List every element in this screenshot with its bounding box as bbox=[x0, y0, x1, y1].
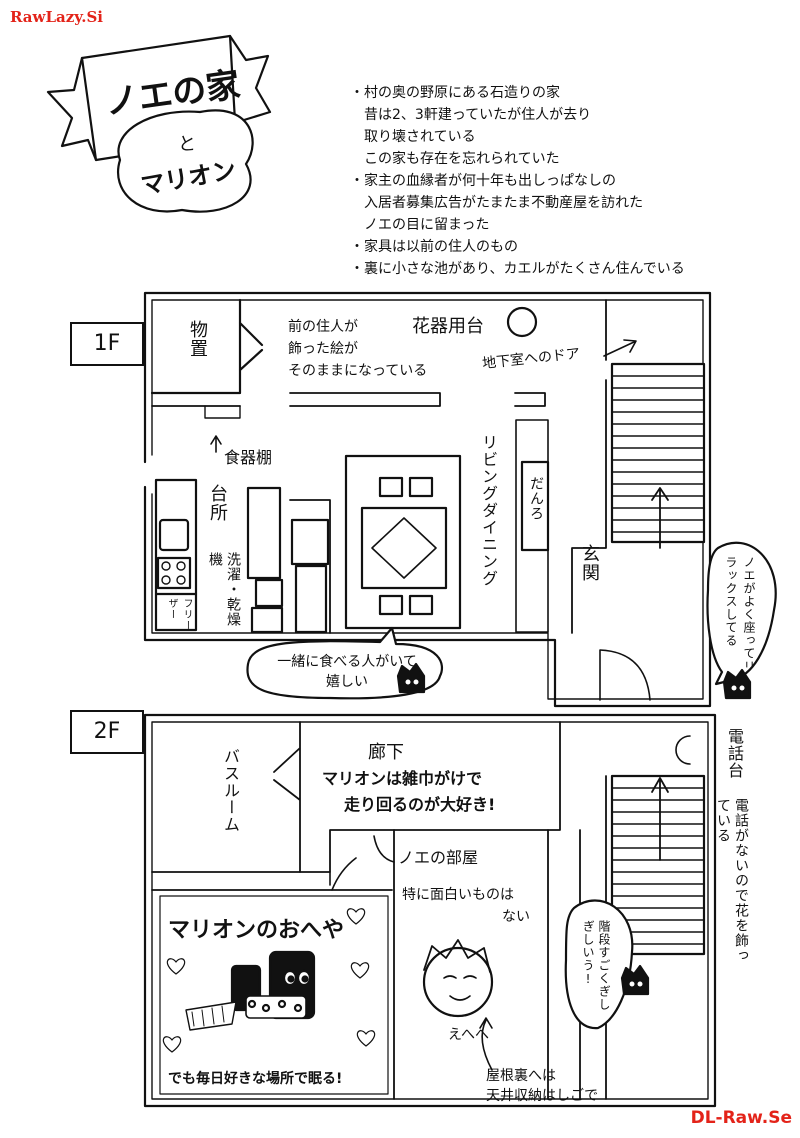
ehehe-label: えへへ bbox=[448, 1027, 490, 1043]
2f-outer-wall bbox=[143, 713, 717, 1108]
watermark-top-left: RawLazy.Si bbox=[10, 8, 103, 26]
note-line: 昔は2、3軒建っていたが住人が去り bbox=[364, 107, 592, 123]
note-line: ・村の奥の野原にある石造りの家 bbox=[350, 85, 560, 101]
note-line: ・家主の血縁者が何十年も出しっぱなしの bbox=[350, 173, 616, 189]
small-black-critters bbox=[396, 662, 752, 996]
noe-relax-note: ノエがよく座ってリラックスしてる bbox=[724, 556, 756, 673]
1f-outer-wall bbox=[143, 291, 712, 708]
2f-bubble-stairs bbox=[564, 899, 634, 1030]
hallway-label: 廊下 bbox=[368, 742, 404, 763]
cupboard-label: 食器棚 bbox=[224, 448, 273, 467]
decor-hearts bbox=[162, 908, 376, 1053]
watermark-bottom-right: DL-Raw.Se bbox=[690, 1108, 792, 1128]
marion-character bbox=[185, 950, 316, 1031]
1f-bubble-eat bbox=[246, 626, 444, 700]
attic-note: 屋根裏へは 天井収納はしごで bbox=[486, 1068, 599, 1104]
note-line: ノエの目に留まった bbox=[364, 217, 490, 233]
note-line: ・家具は以前の住人のもの bbox=[350, 239, 518, 255]
banner-sub-to: と bbox=[178, 134, 196, 155]
note-line: ・裏に小さな池があり、カエルがたくさん住んでいる bbox=[350, 261, 685, 277]
marion-room-caption: でも毎日好きな場所で眠る! bbox=[168, 1071, 343, 1087]
note-line: この家も存在を忘れられていた bbox=[364, 151, 560, 167]
storage-label: 物置 bbox=[187, 320, 208, 358]
entrance-label: 玄関 bbox=[579, 544, 600, 582]
living-dining-label: リビングダイニング bbox=[479, 434, 498, 587]
eat-together-note: 一緒に食べる人がいて 嬉しい bbox=[277, 654, 417, 690]
hallway-note: マリオンは雑巾がけで 走り回るのが大好き! bbox=[322, 769, 496, 814]
vase-stand-label: 花器用台 bbox=[412, 316, 484, 337]
phone-stand-label: 電話台 bbox=[725, 728, 744, 779]
noe-room-note: 特に面白いものは ない bbox=[402, 887, 530, 925]
stairs-note: 階段すごくぎしぎしいう! bbox=[581, 920, 611, 1011]
washer-label: 洗濯・乾燥機 bbox=[207, 552, 241, 627]
fireplace-label: だんろ bbox=[528, 476, 544, 521]
bathroom-label: バスルーム bbox=[221, 748, 240, 833]
phone-note: 電話がないので花を飾っている bbox=[715, 798, 749, 963]
floor-2f-label: 2F bbox=[70, 710, 144, 754]
house-notes: ・村の奥の野原にある石造りの家 昔は2、3軒建っていたが住人が去り 取り壊されて… bbox=[350, 82, 685, 280]
kitchen-label: 台所 bbox=[207, 484, 228, 522]
noe-room-label: ノエの部屋 bbox=[398, 848, 479, 867]
note-line: 取り壊されている bbox=[364, 129, 476, 145]
freezer-label: フリーザー bbox=[166, 598, 192, 631]
marion-room-title: マリオンのおへや bbox=[168, 918, 345, 943]
note-line: 入居者募集広告がたまたま不動産屋を訪れた bbox=[364, 195, 644, 211]
painting-note: 前の住人が 飾った絵が そのままになっている bbox=[288, 319, 428, 379]
floor-1f-label: 1F bbox=[70, 322, 144, 366]
banner-sub-cloud bbox=[117, 109, 254, 213]
